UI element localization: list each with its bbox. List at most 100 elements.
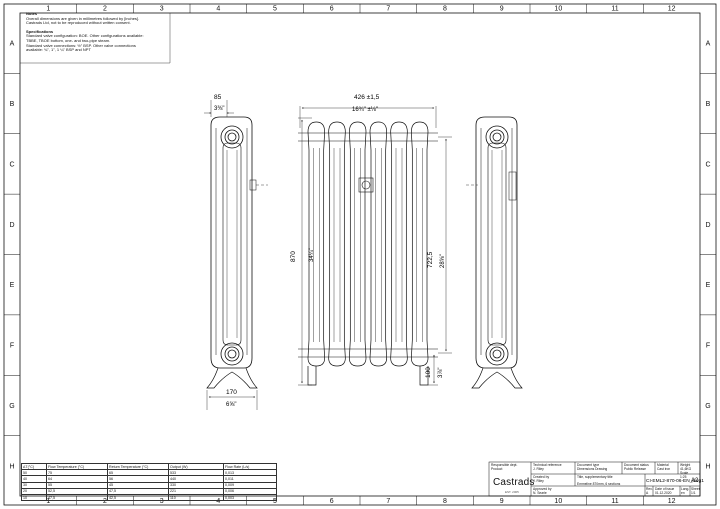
grid-col-label-bottom: 6 — [330, 498, 334, 505]
tb-value: 01.12.2020 — [655, 491, 672, 495]
grid-col-label-top: 3 — [160, 6, 164, 13]
grid-col-label-bottom: 12 — [668, 498, 676, 505]
spec-line-3: Standard valve connections: ½" BSP. Othe… — [26, 42, 136, 48]
centres-in: 28⅝" — [440, 254, 446, 268]
table-cell: 110 — [168, 493, 224, 502]
grid-col-label-top: 9 — [500, 6, 504, 13]
tb-weight: Weight 41,6KG Scale 1:25 — [680, 463, 691, 479]
tb-title: Title, supplementary title Emmeline 870m… — [577, 475, 620, 486]
tb-lang: Lang. en — [681, 487, 689, 495]
section-column — [416, 148, 423, 342]
brand-sub: EST. 2005 — [505, 490, 519, 494]
tb-sheet: Sheet 1/1 — [691, 487, 700, 495]
spec-heading: Specifications — [26, 28, 54, 34]
tb-value: Cast iron — [657, 467, 671, 471]
grid-row-label-left: A — [10, 41, 15, 48]
tb-value: 41,6KG — [680, 467, 692, 471]
radiator-section — [410, 121, 429, 367]
title-block-grid — [488, 461, 701, 497]
centres-mm: 722,5 — [427, 251, 434, 268]
section-column — [333, 148, 341, 342]
grid-row-label-left: H — [9, 463, 14, 470]
inner-frame — [19, 12, 701, 497]
grid-row-label-left: E — [10, 282, 15, 289]
grid-row-label-right: E — [706, 282, 711, 289]
tb-label: Technical reference — [533, 463, 562, 467]
floor-mm: 100 — [425, 367, 432, 378]
tb-technical: Technical reference J. Riley — [533, 463, 562, 471]
grid-row-label-left: F — [10, 343, 14, 350]
tb-value: en — [681, 491, 685, 495]
front-foot — [307, 366, 317, 386]
grid-row-label-left: B — [10, 101, 15, 108]
notes-heading: Notes — [26, 11, 38, 16]
grid-row-label-right: A — [706, 41, 711, 48]
height-mm: 870 — [290, 251, 297, 262]
table-cell: 10 — [21, 493, 47, 502]
grid-row-label-left: D — [9, 222, 14, 229]
spec-line-2: TBBE, TBOE bottom, one- and two-pipe ste… — [26, 37, 111, 43]
grid-col-label-top: 12 — [668, 6, 676, 13]
grid-row-label-left: G — [9, 403, 14, 410]
grid-row-label-right: F — [706, 343, 710, 350]
grid-col-label-bottom: 5 — [273, 498, 277, 505]
foot-width-in: 6⅝" — [226, 402, 236, 408]
grid-col-label-bottom: 11 — [611, 498, 618, 505]
grid-col-label-bottom: 1 — [46, 498, 50, 505]
tb-status: Document status Public Release — [624, 463, 649, 471]
radiator-section — [307, 121, 326, 367]
radiator-section — [390, 121, 408, 367]
grid-row-label-right: D — [705, 222, 710, 229]
grid-row-label-right: G — [705, 403, 710, 410]
front-width-in: 16¾" ±⅛" — [352, 107, 378, 113]
tb-value: J. Riley — [533, 479, 544, 483]
tb-value: 1/1 — [691, 491, 696, 495]
grid-col-label-bottom: 7 — [386, 498, 390, 505]
front-width-mm: 426 ±1,5 — [354, 94, 380, 101]
grid-col-label-bottom: 4 — [216, 498, 220, 505]
grid-col-label-top: 2 — [103, 6, 107, 13]
tb-value: Product — [491, 467, 503, 471]
section-column — [395, 148, 403, 342]
radiator-section — [369, 121, 388, 367]
tb-label: Lang. — [681, 487, 690, 491]
tb-label: Scale — [680, 471, 689, 475]
tb-label: Weight — [680, 463, 691, 467]
tb-label: Date of issue — [655, 487, 675, 491]
grid-row-label-right: H — [705, 463, 710, 470]
radiator-section — [348, 121, 367, 367]
grid-col-label-top: 6 — [330, 6, 334, 13]
notes-block: Notes Overall dimensions are given in mi… — [26, 11, 166, 53]
tb-value: 1:25 — [680, 475, 687, 479]
tb-material: Material Cast iron — [657, 463, 670, 471]
side-view-left — [206, 116, 258, 389]
tb-value: N. Searle — [533, 491, 547, 495]
tb-label: Sheet — [691, 487, 700, 491]
grid-col-label-bottom: 9 — [500, 498, 504, 505]
section-column — [354, 148, 361, 342]
tb-label: Material — [657, 463, 669, 467]
grid-col-label-top: 7 — [386, 6, 390, 13]
table-cell: 42,5 — [107, 493, 169, 502]
tb-approved: Approved by N. Searle — [533, 487, 552, 495]
tb-value: Public Release — [624, 467, 646, 471]
tb-label: Rev. — [646, 487, 653, 491]
grid-col-label-bottom: 2 — [103, 498, 107, 505]
outer-frame — [3, 3, 717, 506]
tb-label: Title, supplementary title — [577, 475, 613, 479]
grid-row-label-right: C — [705, 161, 710, 168]
notes-line-1: Overall dimensions are given in millimet… — [26, 15, 140, 21]
grid-col-label-bottom: 8 — [443, 498, 447, 505]
spec-line-1: Standard valve configuration: BOE. Other… — [26, 33, 144, 39]
tb-value: Dimensions Drawing — [577, 467, 608, 471]
tb-created: Created by J. Riley — [533, 475, 549, 483]
tb-label: Created by — [533, 475, 550, 479]
tb-rev: Rev. A — [646, 487, 653, 495]
grid-row-label-right: B — [706, 101, 711, 108]
title-paper: A2 — [691, 478, 699, 484]
tb-date: Date of issue 01.12.2020 — [655, 487, 674, 495]
tb-value: J. Riley — [533, 467, 544, 471]
